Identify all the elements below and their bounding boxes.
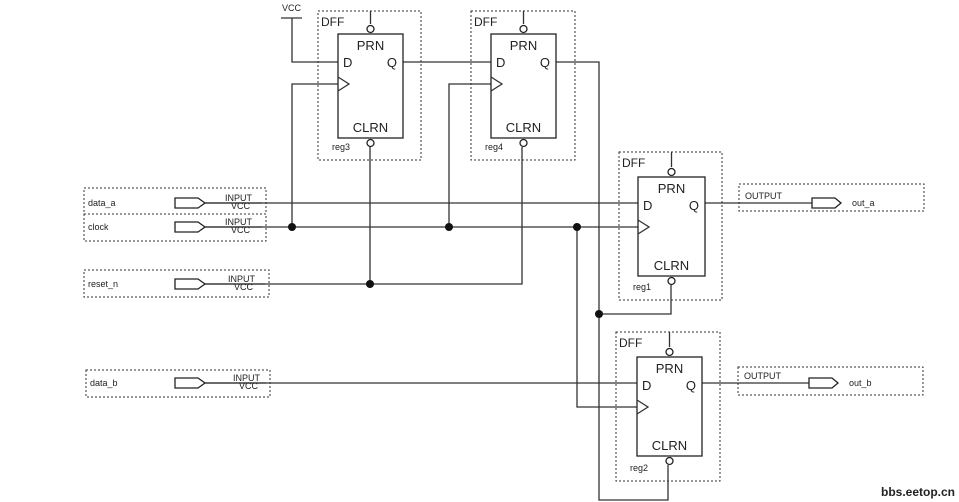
register-name: reg3 [332, 142, 350, 152]
input-kind-label: INPUT [225, 217, 253, 227]
input-pin-icon [174, 221, 207, 233]
input-pin-icon [174, 377, 207, 389]
dff-label: DFF [619, 336, 642, 350]
input-name: reset_n [88, 279, 118, 289]
reset-net [205, 147, 523, 285]
vcc-label: VCC [282, 3, 302, 13]
clock-to-reg4 [448, 83, 491, 227]
output-boundary [737, 366, 924, 396]
clrn-label: CLRN [353, 120, 388, 135]
input-name: data_b [90, 378, 118, 388]
output-kind-label: OUTPUT [745, 191, 783, 201]
input-kind-label: INPUT [233, 373, 261, 383]
output-pin-icon [808, 377, 840, 389]
register-boundary [618, 151, 723, 301]
junction-dot [445, 223, 453, 231]
clrn-label: CLRN [654, 258, 689, 273]
input-default-label: VCC [231, 201, 251, 211]
prn-bubble [519, 24, 528, 34]
q-label: Q [387, 55, 397, 70]
prn-bubble [665, 347, 674, 357]
junction-dot [288, 223, 296, 231]
input-boundary [83, 269, 270, 298]
junction-dot [595, 310, 603, 318]
q-label: Q [689, 198, 699, 213]
dff-label: DFF [321, 15, 344, 29]
junction-dot [573, 223, 581, 231]
clock-triangle-icon [337, 76, 351, 92]
d-label: D [343, 55, 352, 70]
input-kind-label: INPUT [225, 193, 253, 203]
register-name: reg4 [485, 142, 503, 152]
input-pin-icon [174, 197, 207, 209]
q-label: Q [540, 55, 550, 70]
prn-bubble [366, 24, 375, 34]
d-label: D [643, 198, 652, 213]
clrn-bubble [366, 138, 375, 148]
output-kind-label: OUTPUT [744, 371, 782, 381]
register-name: reg1 [633, 282, 651, 292]
input-kind-label: INPUT [228, 274, 256, 284]
prn-label: PRN [510, 38, 537, 53]
dff-symbol [636, 356, 703, 457]
watermark: bbs.eetop.cn [881, 485, 955, 499]
prn-label: PRN [357, 38, 384, 53]
clrn-bubble [519, 138, 528, 148]
clrn-bubble [665, 456, 674, 466]
input-name: clock [88, 222, 109, 232]
input-pin-icon [174, 278, 207, 290]
vcc-wire [291, 18, 338, 63]
clock-triangle-icon [637, 219, 651, 235]
output-name: out_b [849, 378, 872, 388]
prn-bubble [667, 167, 676, 177]
d-label: D [642, 378, 651, 393]
clrn-label: CLRN [506, 120, 541, 135]
register-boundary [615, 331, 721, 482]
dff-label: DFF [622, 156, 645, 170]
input-default-label: VCC [231, 225, 251, 235]
dff-symbol [490, 33, 557, 139]
reg4-q-net [556, 61, 669, 501]
input-default-label: VCC [239, 381, 259, 391]
output-name: out_a [852, 198, 875, 208]
junction-dot [366, 280, 374, 288]
input-default-label: VCC [234, 282, 254, 292]
clock-triangle-icon [636, 399, 650, 415]
output-boundary [738, 183, 925, 212]
prn-label: PRN [656, 361, 683, 376]
clrn-bubble [667, 276, 676, 286]
register-boundary [317, 10, 422, 161]
clrn-label: CLRN [652, 438, 687, 453]
reg4-q-to-reg1-clrn [599, 285, 672, 315]
clock-triangle-icon [490, 76, 504, 92]
input-boundary [85, 369, 271, 398]
clock-to-reg2 [576, 227, 637, 408]
dff-label: DFF [474, 15, 497, 29]
d-label: D [496, 55, 505, 70]
register-name: reg2 [630, 463, 648, 473]
dff-symbol [337, 33, 404, 139]
input-boundary [83, 213, 267, 242]
output-pin-icon [811, 197, 843, 209]
prn-label: PRN [658, 181, 685, 196]
clock-to-reg3 [291, 83, 338, 227]
input-name: data_a [88, 198, 116, 208]
q-label: Q [686, 378, 696, 393]
